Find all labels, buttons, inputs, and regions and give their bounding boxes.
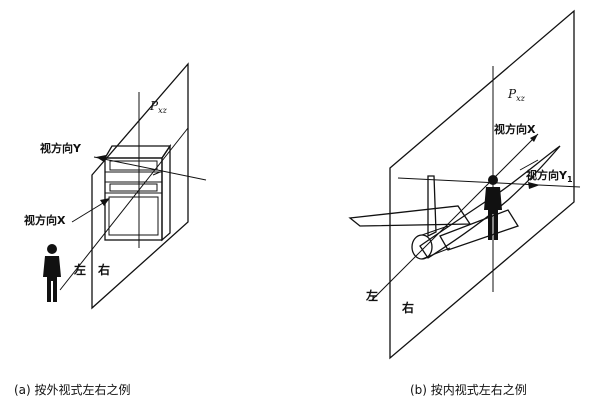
left-label-b: 左: [365, 288, 378, 303]
right-label-a: 右: [97, 262, 110, 277]
diagonal-axis-a: [59, 127, 189, 291]
left-label-a: 左: [73, 262, 86, 277]
plane-label-b: Pxz: [507, 87, 526, 103]
diagonal-axis-b: [371, 133, 539, 301]
caption-a: (a) 按外视式左右之例: [14, 382, 131, 397]
airplane: [348, 145, 561, 260]
person-a: [43, 244, 61, 302]
view-y1-arrowhead: [528, 182, 540, 189]
view-x-arrow-line: [71, 199, 109, 223]
panel-a: Pxz 视方向Y 视方向X 左 右 (a) 按外视式左右之例: [14, 62, 207, 397]
view-x-arrowhead-b: [530, 134, 538, 142]
plane-label-a: Pxz: [149, 99, 168, 115]
panel-b: Pxz 视方向X 视方向Y1 左 右 (b) 按内视式左右之例: [348, 9, 581, 397]
right-label-b: 右: [401, 300, 414, 315]
caption-b: (b) 按内视式左右之例: [410, 382, 527, 397]
view-direction-x-label-b: 视方向X: [494, 122, 536, 136]
cabinet: [103, 143, 172, 242]
view-direction-y-label: 视方向Y: [40, 141, 82, 155]
view-direction-y1-label: 视方向Y1: [526, 168, 573, 184]
view-direction-x-label: 视方向X: [24, 213, 66, 227]
view-y-arrowhead: [96, 155, 106, 162]
projection-plane-b: [389, 9, 575, 360]
person-b: [484, 175, 502, 240]
projection-plane-a: [91, 62, 189, 310]
